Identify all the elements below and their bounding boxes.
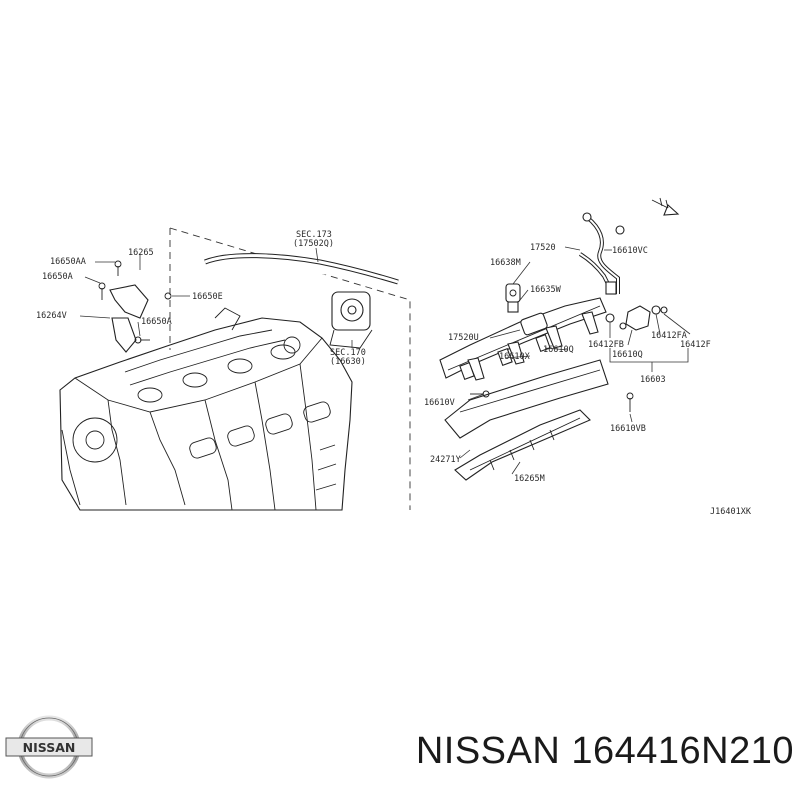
leader-lines-left xyxy=(79,247,353,348)
pressure-sensor-drawing xyxy=(505,283,521,313)
label-16603: 16603 xyxy=(640,375,666,385)
label-sec170-ref: (16630) xyxy=(330,357,366,367)
label-24271Y: 24271Y xyxy=(430,455,461,465)
label-16265: 16265 xyxy=(128,248,154,258)
label-16650A-bot: 16650A xyxy=(141,317,172,327)
label-sec173: SEC.173 xyxy=(296,230,332,240)
nissan-logo: NISSAN xyxy=(5,715,93,779)
brand-footer: NISSAN NISSAN 164416N210 xyxy=(0,712,800,800)
label-16412FA: 16412FA xyxy=(651,331,687,341)
fuel-pump-drawing xyxy=(329,291,373,349)
label-16610X: 16610X xyxy=(499,352,531,362)
label-16650AA: 16650AA xyxy=(50,257,86,267)
fuel-tube-17520-drawing xyxy=(578,212,625,295)
svg-text:NISSAN: NISSAN xyxy=(23,740,76,755)
label-16635W: 16635W xyxy=(530,285,562,295)
label-sec170: SEC.170 xyxy=(330,348,366,358)
label-16650A-top: 16650A xyxy=(42,272,73,282)
label-17520U: 17520U xyxy=(448,333,479,343)
label-16412F: 16412F xyxy=(680,340,711,350)
label-16610Q-a: 16610Q xyxy=(543,345,574,355)
label-ref-code: J16401XK xyxy=(710,507,752,517)
bracket-16265-drawing xyxy=(98,260,172,353)
label-16265M: 16265M xyxy=(514,474,545,484)
label-sec173-ref: (17502Q) xyxy=(293,239,334,249)
label-16610Q-b: 16610Q xyxy=(612,350,643,360)
view-direction-arrow xyxy=(651,197,680,216)
lower-rail-drawing xyxy=(444,359,634,481)
label-16610VB: 16610VB xyxy=(610,424,646,434)
fuel-rail-drawing xyxy=(439,297,607,381)
label-16650E: 16650E xyxy=(192,292,223,302)
label-16638M: 16638M xyxy=(490,258,521,268)
label-16412FB: 16412FB xyxy=(588,340,624,350)
label-16610VC: 16610VC xyxy=(612,246,648,256)
leader-lines-right xyxy=(459,246,691,475)
label-16264V: 16264V xyxy=(36,311,67,321)
label-17520: 17520 xyxy=(530,243,556,253)
dashed-group-outline xyxy=(169,227,411,510)
part-number-caption: NISSAN 164416N210 xyxy=(415,730,794,772)
engine-block-drawing xyxy=(59,295,353,511)
label-16610V: 16610V xyxy=(424,398,455,408)
